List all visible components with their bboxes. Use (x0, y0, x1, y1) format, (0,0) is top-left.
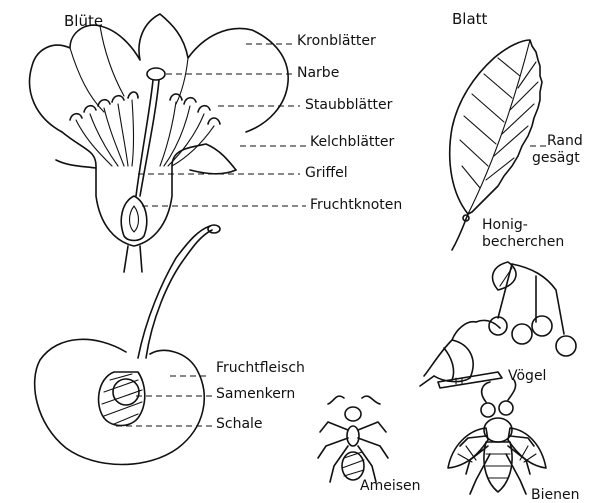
label-ovary: Fruchtknoten (310, 197, 402, 213)
flower-petals (30, 14, 289, 132)
label-margin-2: gesägt (532, 150, 580, 166)
label-kernel: Samenkern (216, 386, 295, 402)
flower-title: Blüte (64, 12, 103, 30)
fruit-stem (146, 230, 212, 358)
bee-abdomen (484, 442, 512, 492)
label-gland-1: Honig- (482, 217, 528, 233)
fruit-outline (35, 339, 205, 464)
label-birds: Vögel (508, 368, 546, 384)
label-shell: Schale (216, 416, 263, 432)
label-gland-2: becherchen (482, 234, 564, 250)
label-style: Griffel (305, 165, 348, 181)
bird-with-cherries (420, 262, 576, 388)
label-stigma: Narbe (297, 65, 339, 81)
label-margin-1: Rand (547, 133, 583, 149)
flower-ovary (121, 196, 147, 241)
leaf-blade (450, 40, 542, 214)
label-stamens: Staubblätter (305, 97, 393, 113)
label-sepals: Kelchblätter (310, 134, 395, 150)
leaf-petiole (452, 214, 468, 250)
cherry-fruit (35, 225, 220, 465)
label-bees: Bienen (531, 487, 579, 503)
label-petals: Kronblätter (297, 33, 376, 49)
label-ants: Ameisen (360, 478, 421, 494)
ant (318, 396, 388, 482)
leaf-title: Blatt (452, 10, 488, 28)
label-flesh: Fruchtfleisch (216, 360, 305, 376)
bee (448, 380, 546, 494)
flower-cross-section (30, 14, 289, 272)
flower-stigma (147, 68, 165, 80)
